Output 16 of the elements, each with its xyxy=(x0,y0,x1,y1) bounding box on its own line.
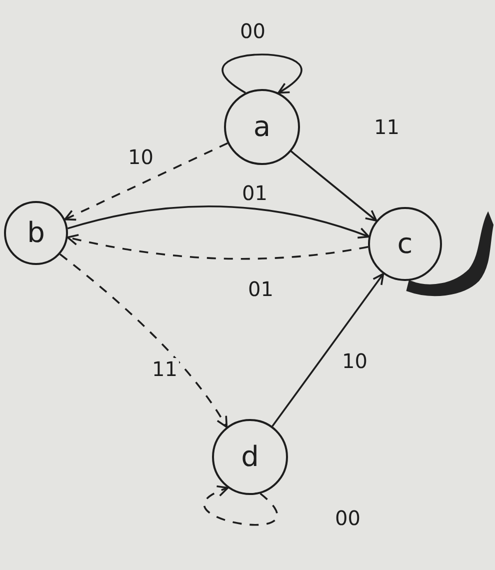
arrow xyxy=(272,273,384,427)
arrow xyxy=(66,234,368,260)
arrow xyxy=(290,150,378,222)
state-label: c xyxy=(397,230,413,258)
state-circle xyxy=(224,89,300,165)
self-loop-arrow xyxy=(222,54,302,94)
state-label: d xyxy=(241,443,259,471)
self-loop-arrow xyxy=(204,486,278,526)
state-circle xyxy=(368,207,442,281)
state-label: b xyxy=(27,219,45,247)
arrow xyxy=(67,206,370,239)
state-circle xyxy=(212,419,288,495)
state-label: a xyxy=(253,113,271,141)
arrow xyxy=(64,142,228,221)
arrow xyxy=(59,253,228,428)
state-circle xyxy=(4,201,68,265)
